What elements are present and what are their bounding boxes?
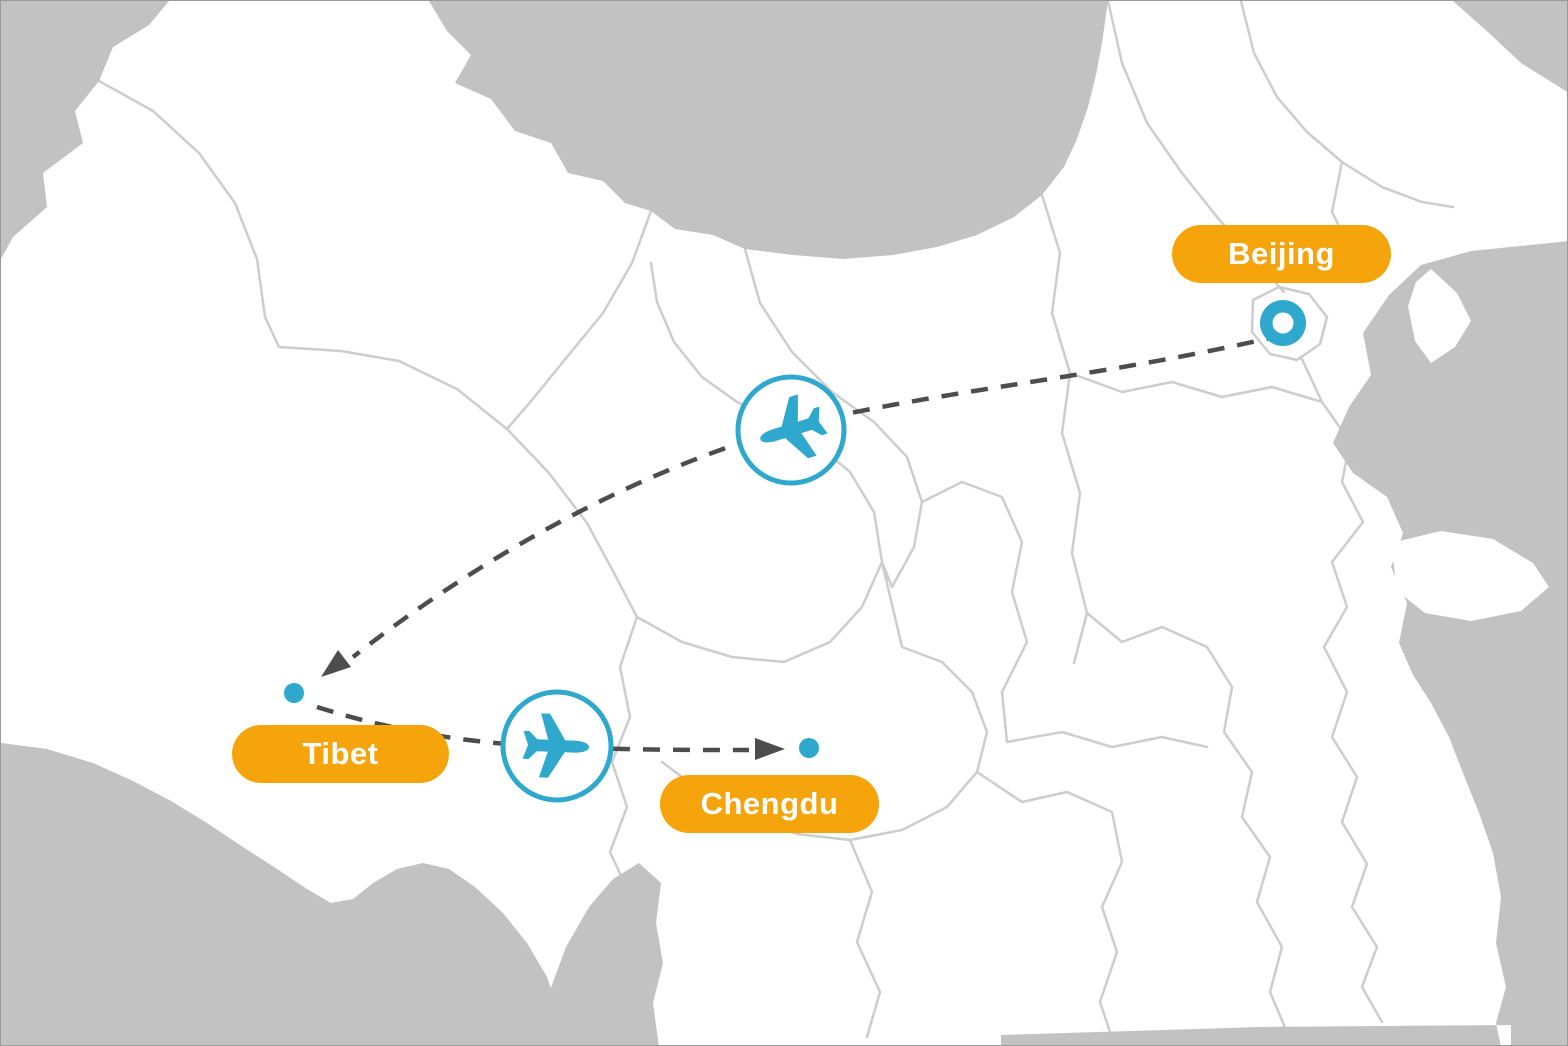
marker-inner-hole — [1272, 312, 1294, 334]
city-label-tibet: Tibet — [232, 725, 449, 783]
route-beijing-tibet — [351, 332, 1284, 659]
airplane-icon — [500, 689, 614, 803]
arrowhead-icon — [755, 738, 785, 760]
airplane-glyph — [522, 713, 589, 778]
city-dot-marker-tibet — [284, 683, 304, 703]
city-label-chengdu: Chengdu — [660, 775, 879, 833]
airplane-icon — [735, 374, 847, 486]
origin-ring-marker — [1260, 300, 1306, 346]
city-label-beijing: Beijing — [1172, 225, 1391, 283]
coastal-peninsulas — [1391, 269, 1549, 621]
city-dot-marker-chengdu — [799, 738, 819, 758]
arrowhead-icon — [321, 650, 351, 677]
airplane-glyph — [760, 394, 828, 459]
